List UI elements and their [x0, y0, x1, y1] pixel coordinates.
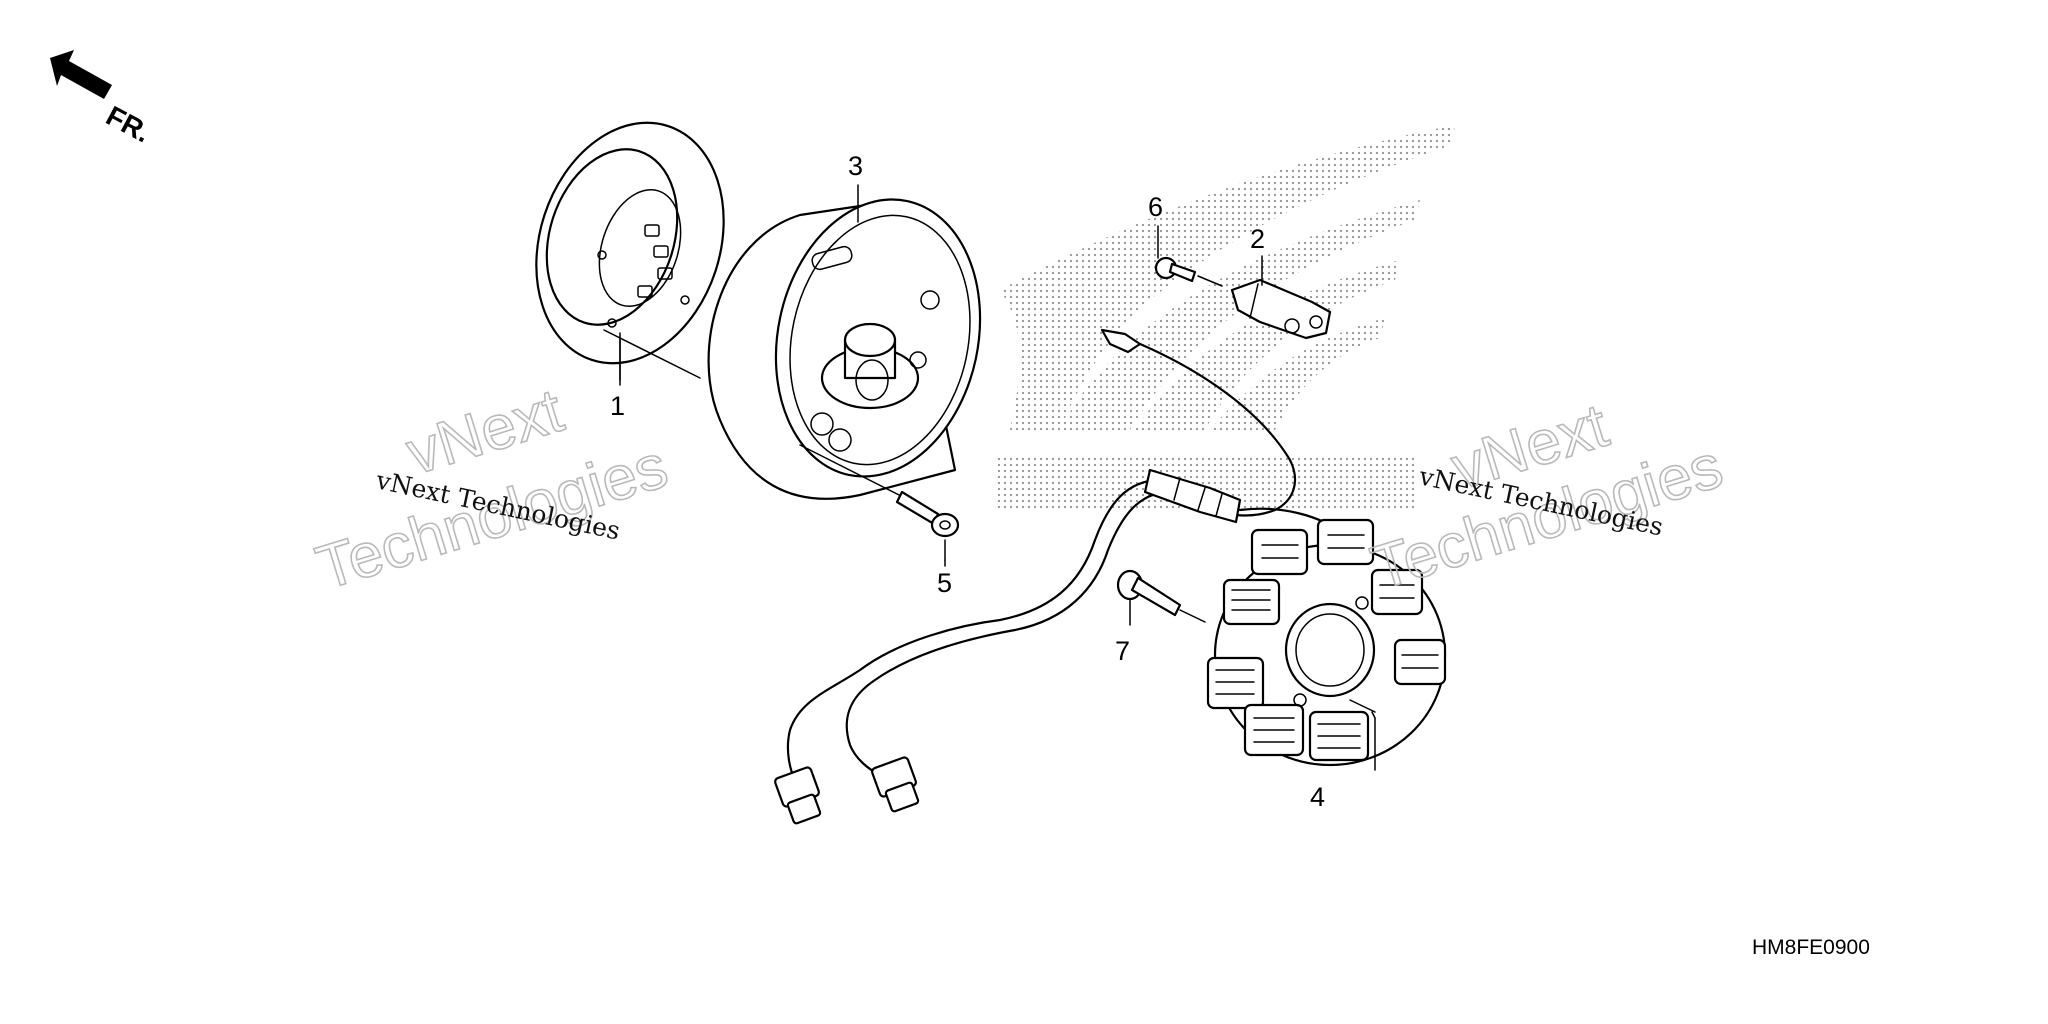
callout-3: 3 [848, 151, 863, 181]
callout-7: 7 [1115, 636, 1130, 666]
direction-label: FR. [101, 100, 155, 149]
diagram-code: HM8FE0900 [1752, 936, 1870, 959]
callout-labels: 1 2 3 4 5 6 7 [610, 151, 1325, 812]
callout-4: 4 [1310, 782, 1325, 812]
callout-1: 1 [610, 391, 625, 421]
part-6-bolt [1154, 256, 1223, 287]
pulse-generator-wire [1100, 328, 1297, 517]
callout-2: 2 [1250, 224, 1265, 254]
callout-6: 6 [1148, 192, 1163, 222]
part-7-bolt [1116, 569, 1206, 626]
part-3-flywheel [707, 198, 982, 500]
leader-lines [619, 184, 1263, 567]
part-2-pulse-generator [1230, 267, 1332, 340]
front-direction-indicator: FR. [50, 50, 156, 148]
wing-logo-watermark [995, 125, 1455, 509]
part-4-stator [1206, 518, 1447, 771]
callout-5: 5 [937, 568, 952, 598]
watermark-right: vNext Technologies vNext Technologies [1363, 390, 1731, 604]
direction-arrow-icon [50, 50, 112, 99]
part-5-bolt [895, 490, 960, 561]
part-1-starter-clutch [535, 121, 725, 381]
